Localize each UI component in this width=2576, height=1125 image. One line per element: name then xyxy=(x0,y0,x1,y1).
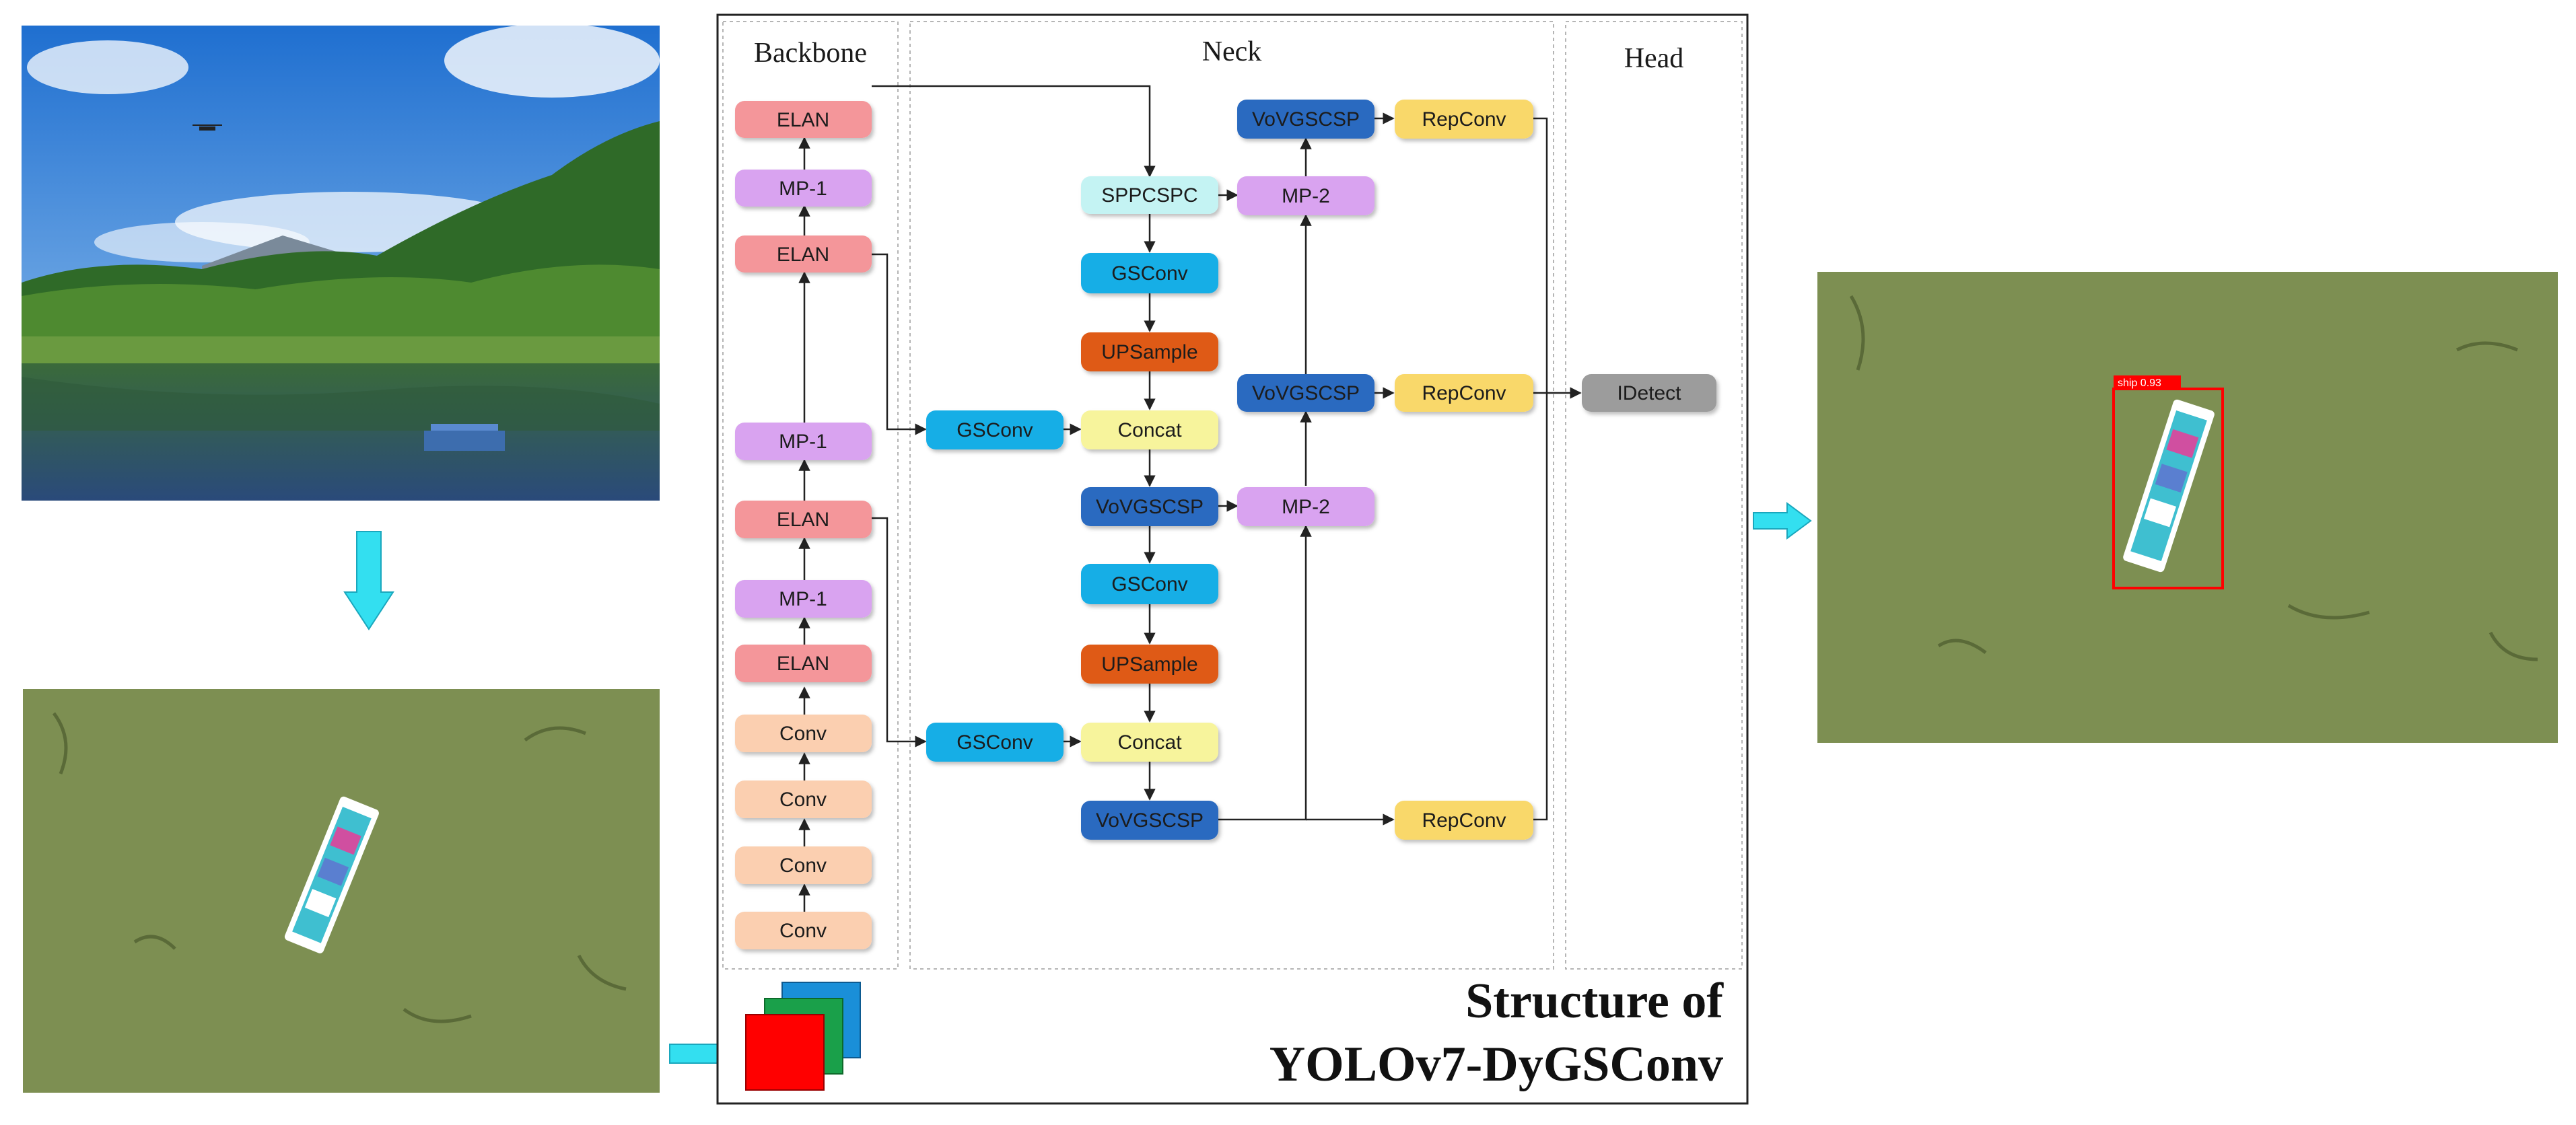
neck-section xyxy=(909,21,1554,970)
node-mp1: MP-1 xyxy=(735,580,872,618)
svg-text:SPPCSPC: SPPCSPC xyxy=(1101,184,1197,207)
node-concat: Concat xyxy=(1081,410,1218,449)
figure-title-line2: YOLOv7-DyGSConv xyxy=(1269,1037,1723,1092)
head-section xyxy=(1565,21,1743,970)
svg-text:Conv: Conv xyxy=(779,789,827,811)
node-mp1: MP-1 xyxy=(735,170,872,207)
svg-text:MP-1: MP-1 xyxy=(779,588,827,610)
svg-text:Conv: Conv xyxy=(779,855,827,877)
svg-text:GSConv: GSConv xyxy=(956,731,1033,754)
node-elan: ELAN xyxy=(735,101,872,138)
svg-text:GSConv: GSConv xyxy=(1111,262,1187,285)
svg-text:RepConv: RepConv xyxy=(1422,809,1506,832)
node-idetect: IDetect xyxy=(1582,374,1716,412)
node-conv: Conv xyxy=(735,715,872,752)
node-conv: Conv xyxy=(735,912,872,949)
node-repconv: RepConv xyxy=(1395,374,1533,412)
svg-text:UPSample: UPSample xyxy=(1101,653,1197,676)
node-repconv: RepConv xyxy=(1395,801,1533,840)
node-concat: Concat xyxy=(1081,723,1218,762)
svg-text:MP-2: MP-2 xyxy=(1282,496,1330,518)
svg-text:MP-1: MP-1 xyxy=(779,178,827,200)
svg-text:VoVGSCSP: VoVGSCSP xyxy=(1252,382,1360,404)
node-elan: ELAN xyxy=(735,235,872,273)
svg-text:ELAN: ELAN xyxy=(777,509,829,531)
connections xyxy=(798,85,1582,912)
detection-label: ship 0.93 xyxy=(2118,377,2161,389)
svg-text:UPSample: UPSample xyxy=(1101,341,1197,363)
svg-text:RepConv: RepConv xyxy=(1422,108,1506,131)
svg-text:ELAN: ELAN xyxy=(777,109,829,131)
node-conv: Conv xyxy=(735,846,872,884)
detection-output-photo: ship 0.93 xyxy=(1817,272,2558,743)
node-conv: Conv xyxy=(735,781,872,818)
node-sppcspc: SPPCSPC xyxy=(1081,176,1218,214)
svg-text:Concat: Concat xyxy=(1117,731,1182,754)
figure-title-line1: Structure of xyxy=(1465,974,1724,1029)
node-mp2: MP-2 xyxy=(1237,176,1374,215)
input-feature-stack-icon xyxy=(745,982,861,1091)
node-vovgscsp: VoVGSCSP xyxy=(1237,374,1374,412)
node-elan: ELAN xyxy=(735,501,872,538)
svg-text:MP-2: MP-2 xyxy=(1282,185,1330,207)
node-gsconv: GSConv xyxy=(1081,253,1218,293)
node-gsconv: GSConv xyxy=(926,410,1064,449)
boat-icon xyxy=(284,796,379,953)
node-elan: ELAN xyxy=(735,645,872,682)
svg-text:GSConv: GSConv xyxy=(956,419,1033,441)
boat-icon xyxy=(2123,399,2215,573)
node-mp2: MP-2 xyxy=(1237,487,1374,526)
backbone-heading: Backbone xyxy=(754,38,867,69)
node-vovgscsp: VoVGSCSP xyxy=(1081,487,1218,526)
aerial-input-photo xyxy=(23,689,660,1093)
svg-text:MP-1: MP-1 xyxy=(779,431,827,453)
drone-icon xyxy=(193,124,222,131)
node-upsample: UPSample xyxy=(1081,332,1218,371)
output-arrow-icon xyxy=(1753,502,1812,540)
head-heading: Head xyxy=(1624,43,1684,74)
svg-text:Conv: Conv xyxy=(779,723,827,745)
svg-text:IDetect: IDetect xyxy=(1617,382,1681,404)
svg-text:GSConv: GSConv xyxy=(1111,573,1187,595)
svg-text:VoVGSCSP: VoVGSCSP xyxy=(1252,108,1360,131)
svg-text:Concat: Concat xyxy=(1117,419,1182,441)
down-arrow-icon xyxy=(343,531,394,630)
svg-text:VoVGSCSP: VoVGSCSP xyxy=(1096,809,1204,832)
svg-text:VoVGSCSP: VoVGSCSP xyxy=(1096,496,1204,518)
node-gsconv: GSConv xyxy=(926,723,1064,762)
landscape-photo xyxy=(22,24,660,501)
node-vovgscsp: VoVGSCSP xyxy=(1081,801,1218,840)
node-mp1: MP-1 xyxy=(735,423,872,460)
svg-text:Conv: Conv xyxy=(779,920,827,942)
svg-text:RepConv: RepConv xyxy=(1422,382,1506,404)
node-gsconv: GSConv xyxy=(1081,564,1218,604)
node-upsample: UPSample xyxy=(1081,645,1218,684)
svg-text:ELAN: ELAN xyxy=(777,653,829,675)
backbone-section xyxy=(722,21,899,970)
node-vovgscsp: VoVGSCSP xyxy=(1237,100,1374,139)
neck-heading: Neck xyxy=(1202,36,1262,67)
svg-text:ELAN: ELAN xyxy=(777,244,829,266)
architecture-frame xyxy=(716,13,1749,1105)
node-repconv: RepConv xyxy=(1395,100,1533,139)
